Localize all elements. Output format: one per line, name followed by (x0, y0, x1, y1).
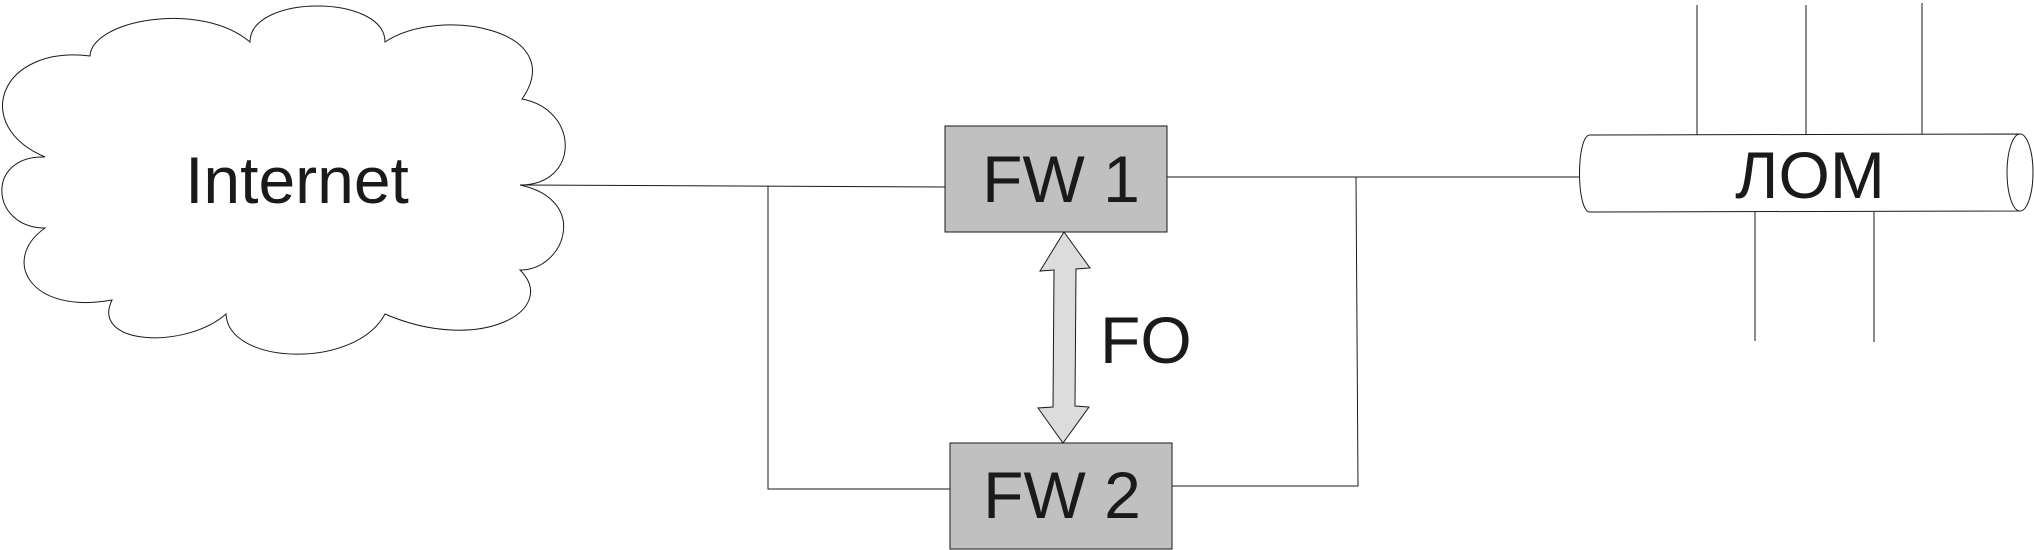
cloud-shape (1, 5, 566, 355)
lan-cylinder-end (2006, 133, 2034, 212)
firewall-1: FW 1 (944, 125, 1168, 233)
firewall-2-box (949, 442, 1173, 550)
firewall-2-label: FW 2 (983, 458, 1141, 532)
internet-label: Internet (185, 143, 409, 217)
lan-label: ЛОМ (1735, 138, 1885, 212)
lan-drops (1696, 3, 1923, 342)
internet-cloud: Internet (1, 5, 566, 355)
lan-cylinder-body (1579, 133, 2021, 213)
failover-arrow (1037, 231, 1091, 444)
link-internet-fw2 (767, 186, 950, 490)
firewall-1-box (944, 125, 1168, 233)
connections (519, 176, 1580, 490)
link-fw2-lan (1172, 176, 1359, 487)
failover-link: FO (1037, 231, 1192, 444)
failover-label: FO (1100, 303, 1192, 377)
link-internet-fw1 (519, 184, 946, 188)
lan-bus: ЛОМ (1579, 3, 2034, 342)
firewall-1-label: FW 1 (982, 142, 1140, 216)
firewall-2: FW 2 (949, 442, 1173, 550)
